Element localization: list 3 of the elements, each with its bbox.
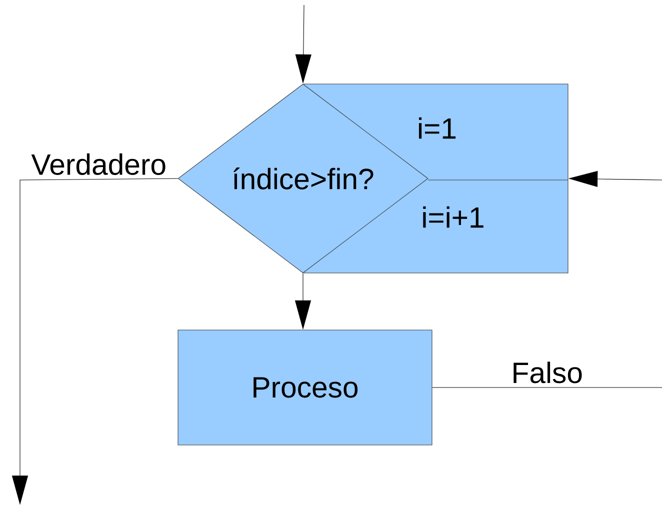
process-box: Proceso	[178, 330, 432, 446]
edge-label: Falso	[510, 360, 584, 385]
edge-label: Verdadero	[30, 152, 168, 176]
